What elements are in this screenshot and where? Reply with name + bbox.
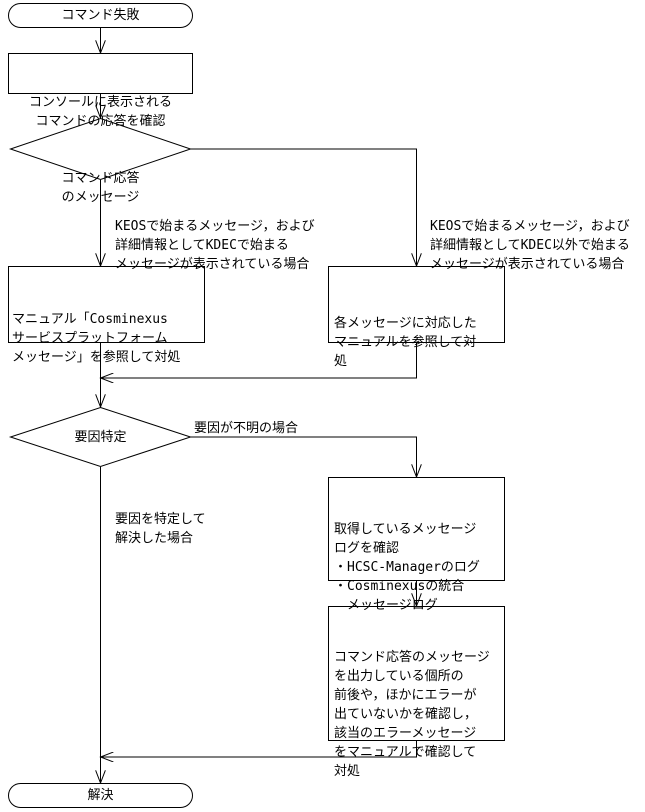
error-check-box-label: コマンド応答のメッセージを出力している個所の前後や，ほかにエラーが出ていないかを…	[334, 650, 490, 779]
branch-other-label: KEOSで始まるメッセージ，および詳細情報としてKDEC以外で始まるメッセージが…	[430, 219, 630, 272]
start-label: コマンド失敗	[61, 8, 140, 23]
branch-unknown-label: 要因が不明の場合	[194, 421, 299, 436]
arrow-decision-to-each-manual	[190, 148, 417, 266]
arrow-cause-to-logs	[190, 436, 417, 477]
manual-box	[8, 266, 205, 343]
decision-message-diamond	[8, 117, 193, 181]
arrow-error-merge	[101, 741, 417, 757]
branch-resolved-label: 要因を特定して解決した場合	[115, 512, 206, 546]
each-manual-box-label: 各メッセージに対応したマニュアルを参照して対処	[334, 316, 477, 369]
start-terminal	[8, 3, 193, 28]
decision-cause-label: 要因特定	[74, 430, 127, 445]
end-label: 解決	[87, 788, 114, 803]
decision-message-label: コマンド応答のメッセージ	[61, 171, 140, 205]
check-console-label: コンソールに表示されるコマンドの応答を確認	[28, 95, 172, 129]
branch-kdec-label: KEOSで始まるメッセージ，および詳細情報としてKDECで始まるメッセージが表示…	[115, 219, 315, 272]
decision-cause-diamond	[8, 406, 193, 468]
logs-box-label: 取得しているメッセージログを確認・HCSC-Managerのログ・Cosmine…	[334, 522, 480, 613]
arrow-each-manual-merge	[101, 343, 417, 378]
